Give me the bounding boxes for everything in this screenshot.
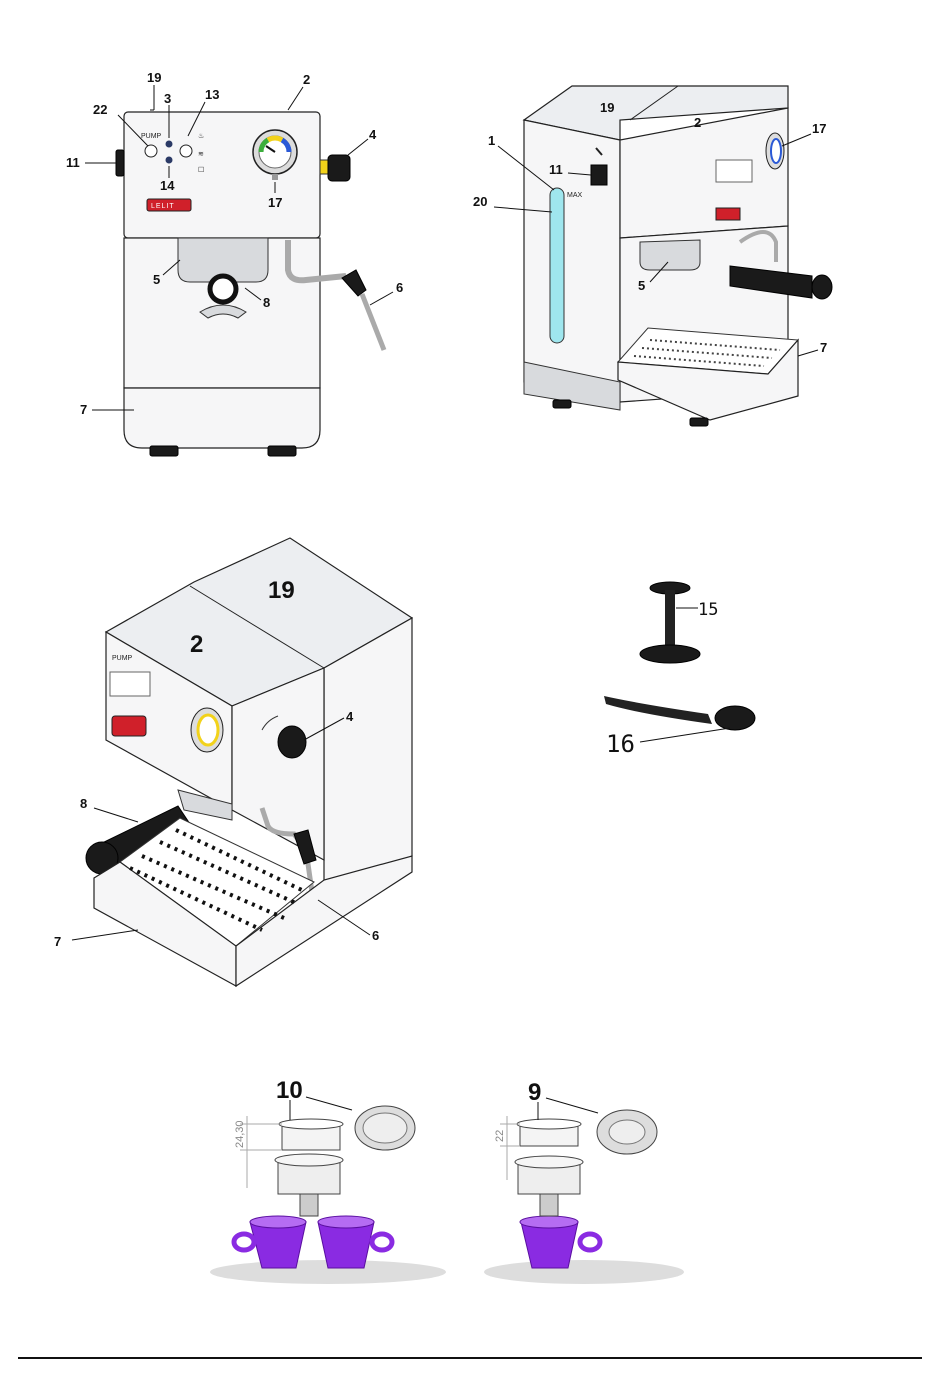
function-switch	[180, 145, 192, 157]
double-dimension-text: 24,30	[234, 1120, 246, 1148]
iso-callout-2: 2	[190, 631, 203, 658]
iso-callout-6: 6	[372, 928, 379, 943]
iso-callout-8: 8	[80, 796, 87, 811]
front-callout-17: 17	[268, 195, 282, 210]
double-filter-figure: 24,30 10	[210, 1077, 446, 1284]
side-callout-19: 19	[600, 100, 614, 115]
iso-view: PUMP 19 2 4 8	[54, 538, 412, 986]
side-main-switch	[591, 165, 607, 185]
brand-text: LELIT	[151, 203, 175, 210]
steam-knob-collar	[320, 160, 328, 174]
portafilter-handle-end	[210, 276, 236, 302]
front-view: PUMP ♨ ≋ ☐ LELIT	[66, 70, 403, 456]
iso-steam-knob	[278, 726, 306, 758]
steam-tip	[362, 294, 384, 350]
max-mark-text: MAX	[567, 192, 583, 199]
iso-switches	[110, 672, 150, 696]
steam-symbol-icon: ♨	[198, 132, 204, 140]
front-callout-22: 22	[93, 102, 107, 117]
iso-callout-4: 4	[346, 709, 354, 724]
front-foot-right	[268, 446, 296, 456]
water-level-window	[550, 188, 564, 343]
side-callout-7: 7	[820, 340, 827, 355]
tamper-icon	[640, 582, 700, 663]
side-foot-1	[553, 400, 571, 408]
measuring-scoop-icon	[604, 696, 755, 730]
front-callout-7: 7	[80, 402, 87, 417]
front-callout-3: 3	[164, 91, 171, 106]
iso-right-side	[324, 618, 412, 900]
front-callout-13: 13	[205, 87, 219, 102]
front-callout-11: 11	[66, 155, 80, 170]
steam-knob	[328, 155, 350, 181]
side-reservoir-panel	[524, 120, 620, 402]
iso-pump-text: PUMP	[112, 655, 133, 662]
accessory-callout-15: 15	[698, 600, 718, 620]
side-callout-2: 2	[694, 115, 701, 130]
front-callout-2: 2	[303, 72, 310, 87]
front-callout-5: 5	[153, 272, 160, 287]
side-callout-17: 17	[812, 121, 826, 136]
single-shadow	[484, 1260, 684, 1284]
iso-callout-19: 19	[268, 577, 295, 604]
side-callout-20: 20	[473, 194, 487, 209]
front-callout-19: 19	[147, 70, 161, 85]
front-callout-4: 4	[369, 127, 377, 142]
single-filter-callout-9: 9	[528, 1079, 541, 1106]
cup-symbol-icon: ☐	[198, 166, 204, 174]
double-filter-callout-10: 10	[276, 1077, 303, 1104]
side-handle-cap	[812, 275, 832, 299]
side-foot-2	[690, 418, 708, 426]
side-callout-11: 11	[549, 162, 563, 177]
pump-text: PUMP	[141, 133, 162, 140]
front-drip-tray	[124, 388, 320, 448]
accessories: 15 16	[604, 582, 755, 758]
side-callout-5: 5	[638, 278, 645, 293]
front-callout-14: 14	[160, 178, 175, 193]
iso-callout-7: 7	[54, 934, 61, 949]
front-callout-8: 8	[263, 295, 270, 310]
single-dimension-text: 22	[494, 1130, 506, 1142]
front-upper-body	[124, 112, 320, 238]
water-symbol-icon: ≋	[198, 151, 204, 158]
accessory-callout-16: 16	[606, 730, 635, 758]
pump-switch	[145, 145, 157, 157]
side-callout-1: 1	[488, 133, 495, 148]
indicator-light-3	[166, 141, 173, 148]
side-brand-plate	[716, 208, 740, 220]
iso-brand-plate	[112, 716, 146, 736]
front-foot-left	[150, 446, 178, 456]
side-control-switches	[716, 160, 752, 182]
indicator-light-14	[166, 157, 173, 164]
side-boiler-block	[620, 108, 788, 238]
side-view: MAX 19 2	[473, 86, 832, 426]
side-group-head	[640, 240, 700, 270]
main-switch	[116, 150, 124, 176]
front-callout-6: 6	[396, 280, 403, 295]
single-filter-figure: 22 9	[484, 1079, 684, 1284]
